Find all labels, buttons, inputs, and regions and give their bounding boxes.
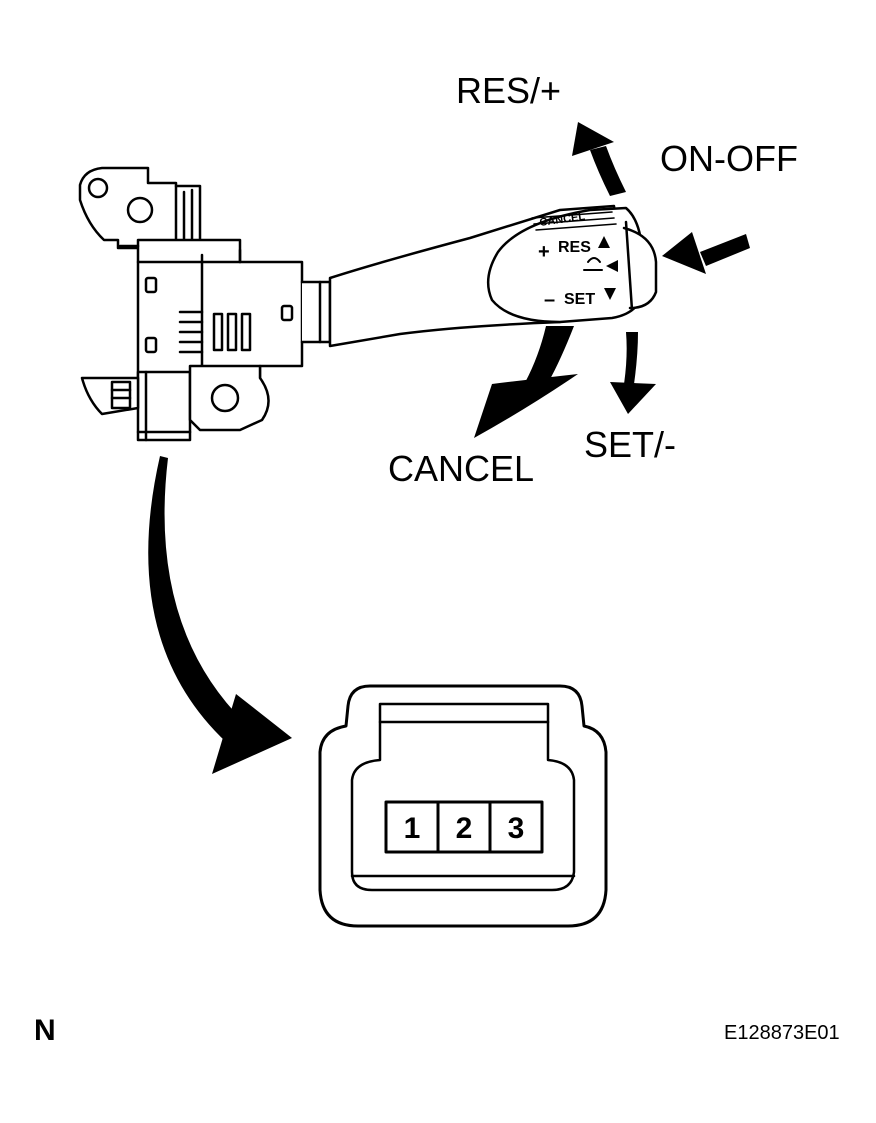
cruise-lever	[300, 204, 658, 348]
stalk-set-text: SET	[564, 291, 595, 308]
mount-hole-upper	[126, 196, 154, 224]
stalk-minus-text: –	[544, 289, 555, 311]
mount-hole-upper-small	[87, 177, 109, 199]
cruise-speedometer-icon	[587, 257, 601, 263]
down-triangle-icon	[604, 288, 616, 300]
cancel-arrow	[474, 326, 578, 438]
stalk-res-text: RES	[558, 239, 591, 256]
pin-3: 3	[508, 812, 525, 845]
label-on-off: ON-OFF	[660, 138, 798, 179]
figure-id: E128873E01	[724, 1022, 840, 1044]
label-cancel: CANCEL	[388, 448, 535, 489]
set-arrow	[610, 332, 656, 414]
on-off-arrow	[662, 232, 750, 274]
res-arrow	[572, 122, 626, 196]
connector-face: 1 2 3	[318, 684, 608, 928]
pin-1: 1	[404, 812, 421, 845]
leader-arrow	[148, 456, 292, 774]
switch-body	[78, 166, 304, 442]
label-set: SET/-	[584, 424, 677, 465]
left-triangle-icon	[606, 260, 618, 272]
label-res: RES/+	[456, 70, 562, 111]
footer-left-mark: N	[34, 1014, 56, 1047]
up-triangle-icon	[598, 236, 610, 248]
stalk-plus-text: +	[538, 241, 550, 263]
mount-hole-lower	[210, 383, 240, 413]
pin-block	[384, 800, 544, 854]
pin-2: 2	[456, 812, 473, 845]
